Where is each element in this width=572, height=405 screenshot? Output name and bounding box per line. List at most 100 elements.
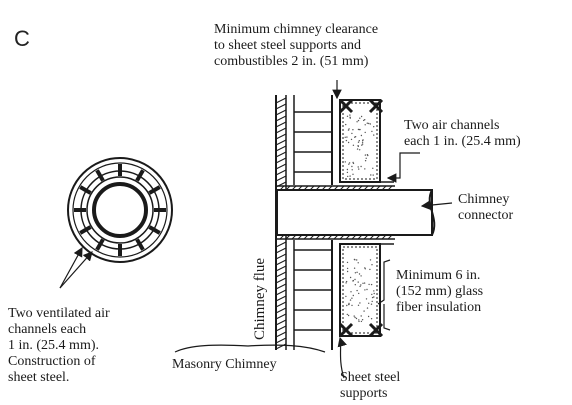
wall-hatch-mark <box>275 283 287 290</box>
stipple-dot <box>364 160 367 162</box>
stipple-dot <box>371 293 373 296</box>
band-mark <box>369 185 375 191</box>
stipple-dot <box>364 131 366 134</box>
band-mark <box>303 185 309 191</box>
stipple-dot <box>368 302 370 304</box>
stipple-dot <box>349 175 351 177</box>
stipple-dot <box>357 262 359 264</box>
wall-hatch-mark <box>275 115 287 122</box>
stipple-dot <box>370 318 373 320</box>
insulation-stipple <box>344 114 375 323</box>
wall-hatch-mark <box>275 103 287 110</box>
band-mark <box>369 234 375 240</box>
stipple-dot <box>360 165 362 168</box>
stipple-dot <box>357 119 360 122</box>
band-mark <box>381 185 387 191</box>
stipple-dot <box>349 276 352 279</box>
stipple-dot <box>346 267 349 270</box>
stipple-dot <box>347 141 350 144</box>
band-mark <box>333 234 339 240</box>
wall-hatch <box>275 97 287 350</box>
stipple-dot <box>350 291 352 293</box>
stipple-dot <box>357 304 360 306</box>
stipple-dot <box>349 114 351 116</box>
band-mark <box>315 185 321 191</box>
band-mark <box>357 185 363 191</box>
stipple-dot <box>358 320 360 323</box>
stipple-dot <box>366 122 368 124</box>
wall-hatch-mark <box>275 337 287 344</box>
supports-label: Sheet steel supports <box>340 370 401 401</box>
stipple-dot <box>349 116 351 119</box>
wall-hatch-mark <box>275 97 287 104</box>
pointer-lines <box>174 80 453 379</box>
air-channels-label: Two air channels each 1 in. (25.4 mm) <box>404 118 521 149</box>
stipple-dot <box>360 320 363 323</box>
band-mark <box>387 185 393 191</box>
wall-hatch-mark <box>275 271 287 278</box>
stipple-dot <box>364 119 366 121</box>
stipple-dot <box>358 292 360 295</box>
stipple-dot <box>352 279 354 282</box>
stipple-dot <box>360 134 363 137</box>
stipple-dot <box>356 271 358 273</box>
stipple-dot <box>372 167 374 169</box>
flue-label: Chimney flue <box>252 257 268 340</box>
band-mark <box>297 185 303 191</box>
ring-spacer <box>148 185 161 195</box>
stipple-dot <box>352 129 354 131</box>
wall-hatch-mark <box>275 253 287 260</box>
wall-hatch-mark <box>275 139 287 146</box>
panel-letter: C <box>14 26 30 51</box>
stipple-dot <box>350 138 353 141</box>
ring-spacer <box>95 238 105 251</box>
stipple-dot <box>345 123 347 126</box>
stipple-dot <box>370 174 372 176</box>
stipple-dot <box>368 122 370 125</box>
band-mark <box>309 185 315 191</box>
stipple-dot <box>361 144 363 146</box>
ring-spacers <box>74 164 166 256</box>
stipple-dot <box>364 168 366 170</box>
band-mark <box>345 185 351 191</box>
stipple-dot <box>363 310 365 312</box>
stipple-dot <box>363 119 365 122</box>
wall-hatch-mark <box>275 277 287 284</box>
stipple-dot <box>357 281 359 283</box>
wall-hatch-mark <box>275 319 287 326</box>
stipple-dot <box>367 315 370 318</box>
stipple-dot <box>361 319 364 321</box>
wall-hatch-mark <box>275 133 287 140</box>
stipple-dot <box>344 136 346 138</box>
stipple-dot <box>370 283 373 286</box>
ring-spacer <box>135 238 145 251</box>
band-mark <box>291 185 297 191</box>
stipple-dot <box>345 295 347 298</box>
stipple-dot <box>347 175 349 178</box>
stipple-dot <box>351 304 353 307</box>
stipple-dot <box>373 134 375 136</box>
band-mark <box>279 234 285 240</box>
stipple-dot <box>364 289 366 291</box>
stipple-dot <box>371 296 374 299</box>
band-mark <box>363 185 369 191</box>
stipple-dot <box>353 315 355 317</box>
band-mark <box>339 185 345 191</box>
band-mark <box>351 185 357 191</box>
stipple-dot <box>358 273 361 275</box>
stipple-dot <box>365 157 367 159</box>
stipple-dot <box>364 124 366 126</box>
stipple-dot <box>353 267 356 269</box>
wall-hatch-mark <box>275 313 287 320</box>
stipple-dot <box>354 259 356 261</box>
wall-hatch-mark <box>275 325 287 332</box>
stipple-dot <box>372 174 374 176</box>
band-mark <box>375 234 381 240</box>
ring-spacer <box>148 225 161 235</box>
stipple-dot <box>345 282 347 284</box>
stipple-dot <box>346 261 349 264</box>
stipple-dot <box>352 161 354 164</box>
wall-hatch-mark <box>275 289 287 296</box>
stipple-dot <box>360 284 362 286</box>
stipple-dot <box>364 154 367 156</box>
